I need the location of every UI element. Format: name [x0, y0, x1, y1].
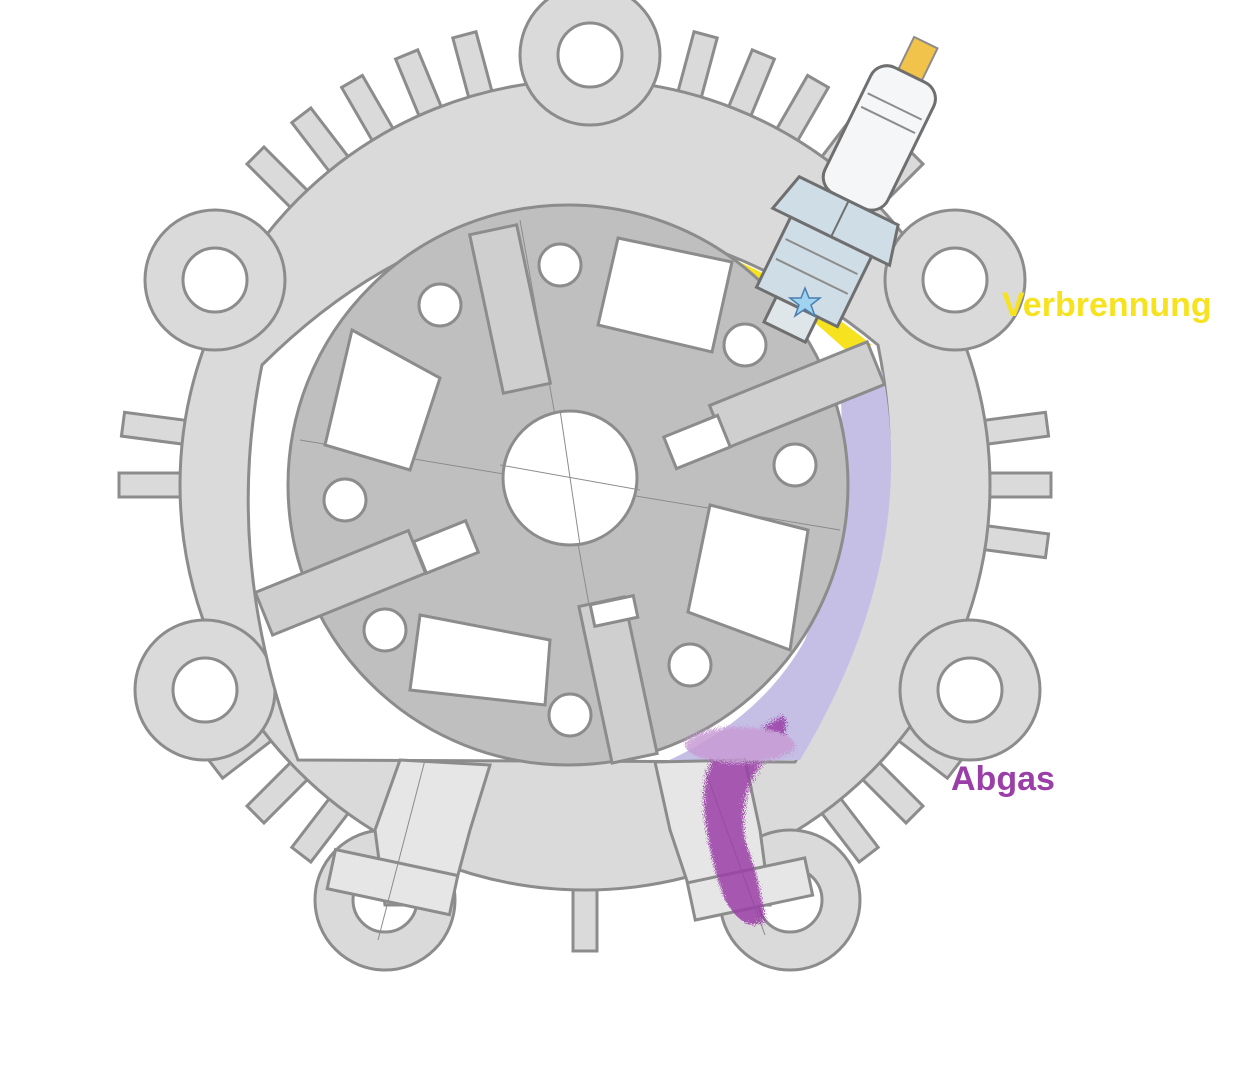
combustion-label: Verbrennung — [1002, 286, 1212, 324]
intake-port — [325, 758, 492, 941]
vane-bottom — [577, 593, 659, 765]
spark-star-icon — [787, 285, 823, 318]
vane-top — [467, 223, 553, 395]
rotor-vanes — [253, 223, 887, 765]
exhaust-label: Abgas — [951, 760, 1055, 798]
rotor-holes — [322, 242, 818, 738]
vane-left — [253, 518, 481, 637]
exhaust-chamber — [665, 370, 892, 762]
rotor-windows — [323, 236, 810, 707]
vane-right — [661, 339, 887, 471]
spark-plug — [754, 35, 939, 345]
exhaust-smoke — [685, 715, 795, 925]
